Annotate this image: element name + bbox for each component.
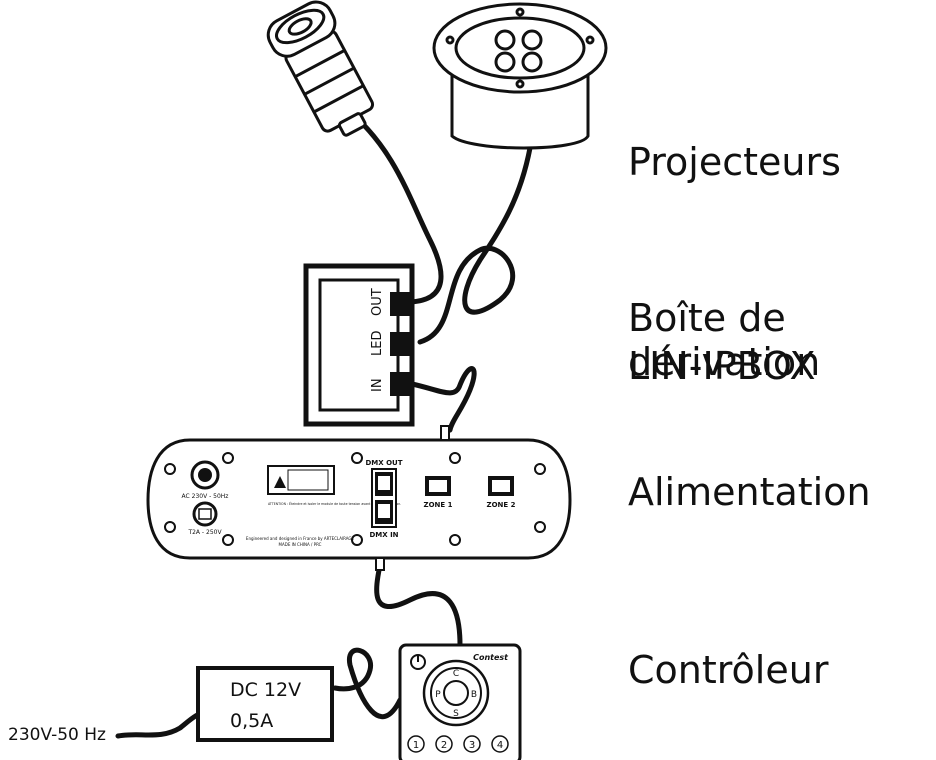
cable-mains [115,709,211,739]
label-projecteurs: Projecteurs [628,140,841,184]
downlight-icon [432,2,608,150]
label-led: LED [370,331,385,356]
controller-brand: Contest [473,653,509,662]
controller-button-3 [463,735,481,753]
label-in: IN [370,378,385,392]
controller-button-2 [435,735,453,753]
dc-adapter: DC 12V 0,5A [196,666,334,742]
controller-button-label-3: 3 [469,740,475,751]
cable-psu-to-controller [374,562,463,648]
ac-label: AC 230V - 50Hz [182,493,229,500]
controller-button-4 [491,735,509,753]
spotlight-icon [266,0,375,137]
port-out [390,292,412,316]
dpad-bottom: S [453,709,459,719]
label-out: OUT [370,288,385,316]
controller: Contest C P B S 1 2 3 4 [398,643,522,760]
adapter-line1: DC 12V [230,679,301,701]
power-supply: AC 230V - 50Hz T2A - 250V ATTENTION : Ét… [146,425,572,571]
cable-spot-to-out [347,109,444,305]
dpad-right: B [471,690,477,700]
dmx-in-label: DMX IN [369,531,398,539]
port-led [390,332,412,356]
zone1-label: ZONE 1 [424,501,453,509]
footer-line2: MADE IN CHINA / PRC [279,542,322,547]
label-boite-line1: Boîte de dérivation [628,296,821,384]
adapter-line2: 0,5A [230,710,273,732]
dpad-left: P [435,690,441,700]
label-controleur: Contrôleur [628,648,829,692]
cable-in-to-psu [409,366,477,433]
cables [115,109,533,739]
footer-line1: Engineered and designed in France by ART… [246,536,355,541]
controller-button-1 [407,735,425,753]
port-in [390,372,412,396]
dpad-center: C [453,669,459,679]
controller-buttons [407,735,509,753]
label-boite-line2: LIN-IPBOX [628,344,816,388]
cable-downlight-to-led [417,145,533,345]
zone2-label: ZONE 2 [487,501,516,509]
controller-button-label-1: 1 [413,740,419,751]
fuse-label: T2A - 250V [187,529,222,536]
dmx-out-label: DMX OUT [365,459,402,467]
controller-button-label-2: 2 [441,740,447,751]
cable-controller-to-adapter [332,647,403,719]
junction-box: OUT LED IN [303,263,415,427]
warning-text: ATTENTION : Éteindre et isoler le module… [268,501,401,506]
label-alimentation: Alimentation [628,470,871,514]
mains-label: 230V-50 Hz [8,725,106,745]
controller-button-label-4: 4 [497,740,503,751]
